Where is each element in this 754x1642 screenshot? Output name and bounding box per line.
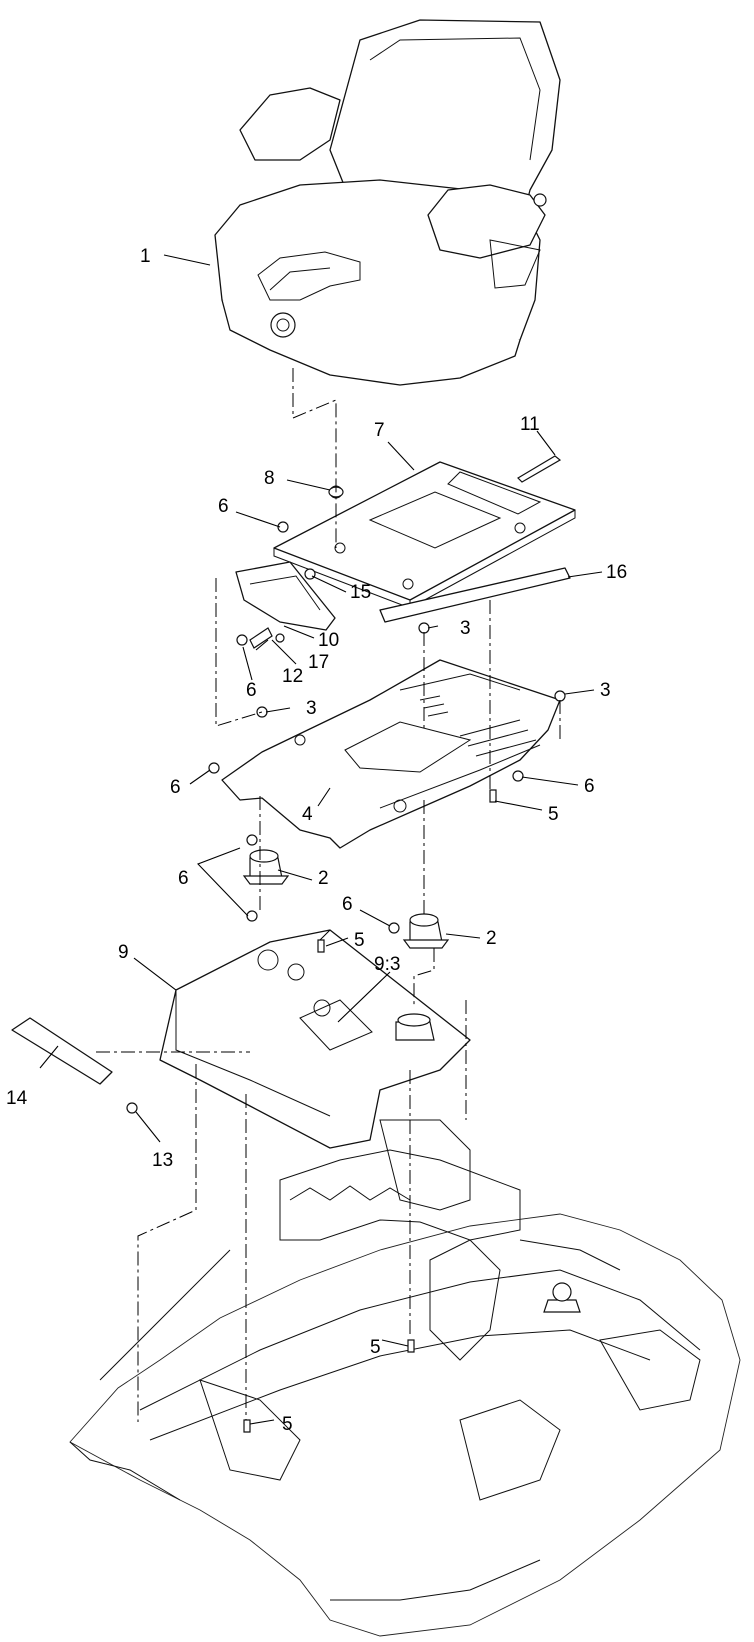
callout-5-support: 5 xyxy=(548,804,559,825)
nut-3c xyxy=(256,706,268,718)
callout-13: 13 xyxy=(152,1150,173,1171)
callout-1: 1 xyxy=(140,246,151,267)
callout-6-spring: 6 xyxy=(246,680,257,701)
machine-frame xyxy=(69,1119,741,1637)
callout-16: 16 xyxy=(606,562,627,583)
callout-17: 17 xyxy=(308,652,329,673)
bolt-5c xyxy=(407,1339,415,1353)
callout-3-left: 3 xyxy=(306,698,317,719)
callout-14: 14 xyxy=(6,1088,28,1109)
nut-6c xyxy=(208,762,220,774)
decal xyxy=(11,1017,113,1085)
callout-11: 11 xyxy=(520,414,540,435)
bolt-5b xyxy=(317,939,325,953)
nut-6e2 xyxy=(246,910,258,922)
nut-6a xyxy=(277,521,289,533)
callout-6-support-right: 6 xyxy=(584,776,595,797)
callout-7: 7 xyxy=(374,420,385,441)
nut-6e xyxy=(246,834,258,846)
bolt-5a xyxy=(489,789,497,803)
callout-6-support-left: 6 xyxy=(170,777,181,798)
nut-6b xyxy=(236,634,248,646)
callout-3-upper: 3 xyxy=(460,618,471,639)
assembly-lines xyxy=(96,368,561,1422)
nut-3a xyxy=(418,622,430,634)
callout-15: 15 xyxy=(350,582,371,603)
callout-5-frame-right: 5 xyxy=(370,1337,381,1358)
nut-13 xyxy=(126,1102,138,1114)
callout-4: 4 xyxy=(302,804,313,825)
bolt-5d xyxy=(243,1419,251,1433)
hardware xyxy=(126,455,566,1433)
nut-3b xyxy=(554,690,566,702)
callout-10: 10 xyxy=(318,630,339,651)
washer-17 xyxy=(275,633,285,643)
seat-support xyxy=(221,659,561,849)
callout-6-isolator-left: 6 xyxy=(178,868,189,889)
leader-lines xyxy=(39,254,603,1425)
callout-6-plate: 6 xyxy=(218,496,229,517)
callout-2-right: 2 xyxy=(486,928,497,949)
callout-3-right: 3 xyxy=(600,680,611,701)
spring-12 xyxy=(249,627,273,649)
callout-8: 8 xyxy=(264,468,275,489)
seat-plate xyxy=(273,461,576,609)
isolator-mounts xyxy=(242,849,450,1041)
callout-9: 9 xyxy=(118,942,129,963)
mounting-plate xyxy=(159,929,471,1149)
seat-assembly xyxy=(214,19,561,386)
nut-6d xyxy=(512,770,524,782)
callout-12: 12 xyxy=(282,666,303,687)
callout-9-3: 9:3 xyxy=(374,954,400,975)
callout-5-frame-left: 5 xyxy=(282,1414,293,1435)
callout-2-left: 2 xyxy=(318,868,329,889)
slide-bracket xyxy=(235,561,336,631)
bolt-11 xyxy=(517,455,562,483)
bolt-15 xyxy=(304,568,316,580)
nut-6f xyxy=(388,922,400,934)
seat-rail-rod xyxy=(379,567,571,623)
callout-labels: 1 2 2 3 3 3 4 5 5 5 5 6 6 6 6 6 6 7 8 9 … xyxy=(6,246,627,1435)
callout-6-isolator-right: 6 xyxy=(342,894,353,915)
callout-5-plate: 5 xyxy=(354,930,365,951)
